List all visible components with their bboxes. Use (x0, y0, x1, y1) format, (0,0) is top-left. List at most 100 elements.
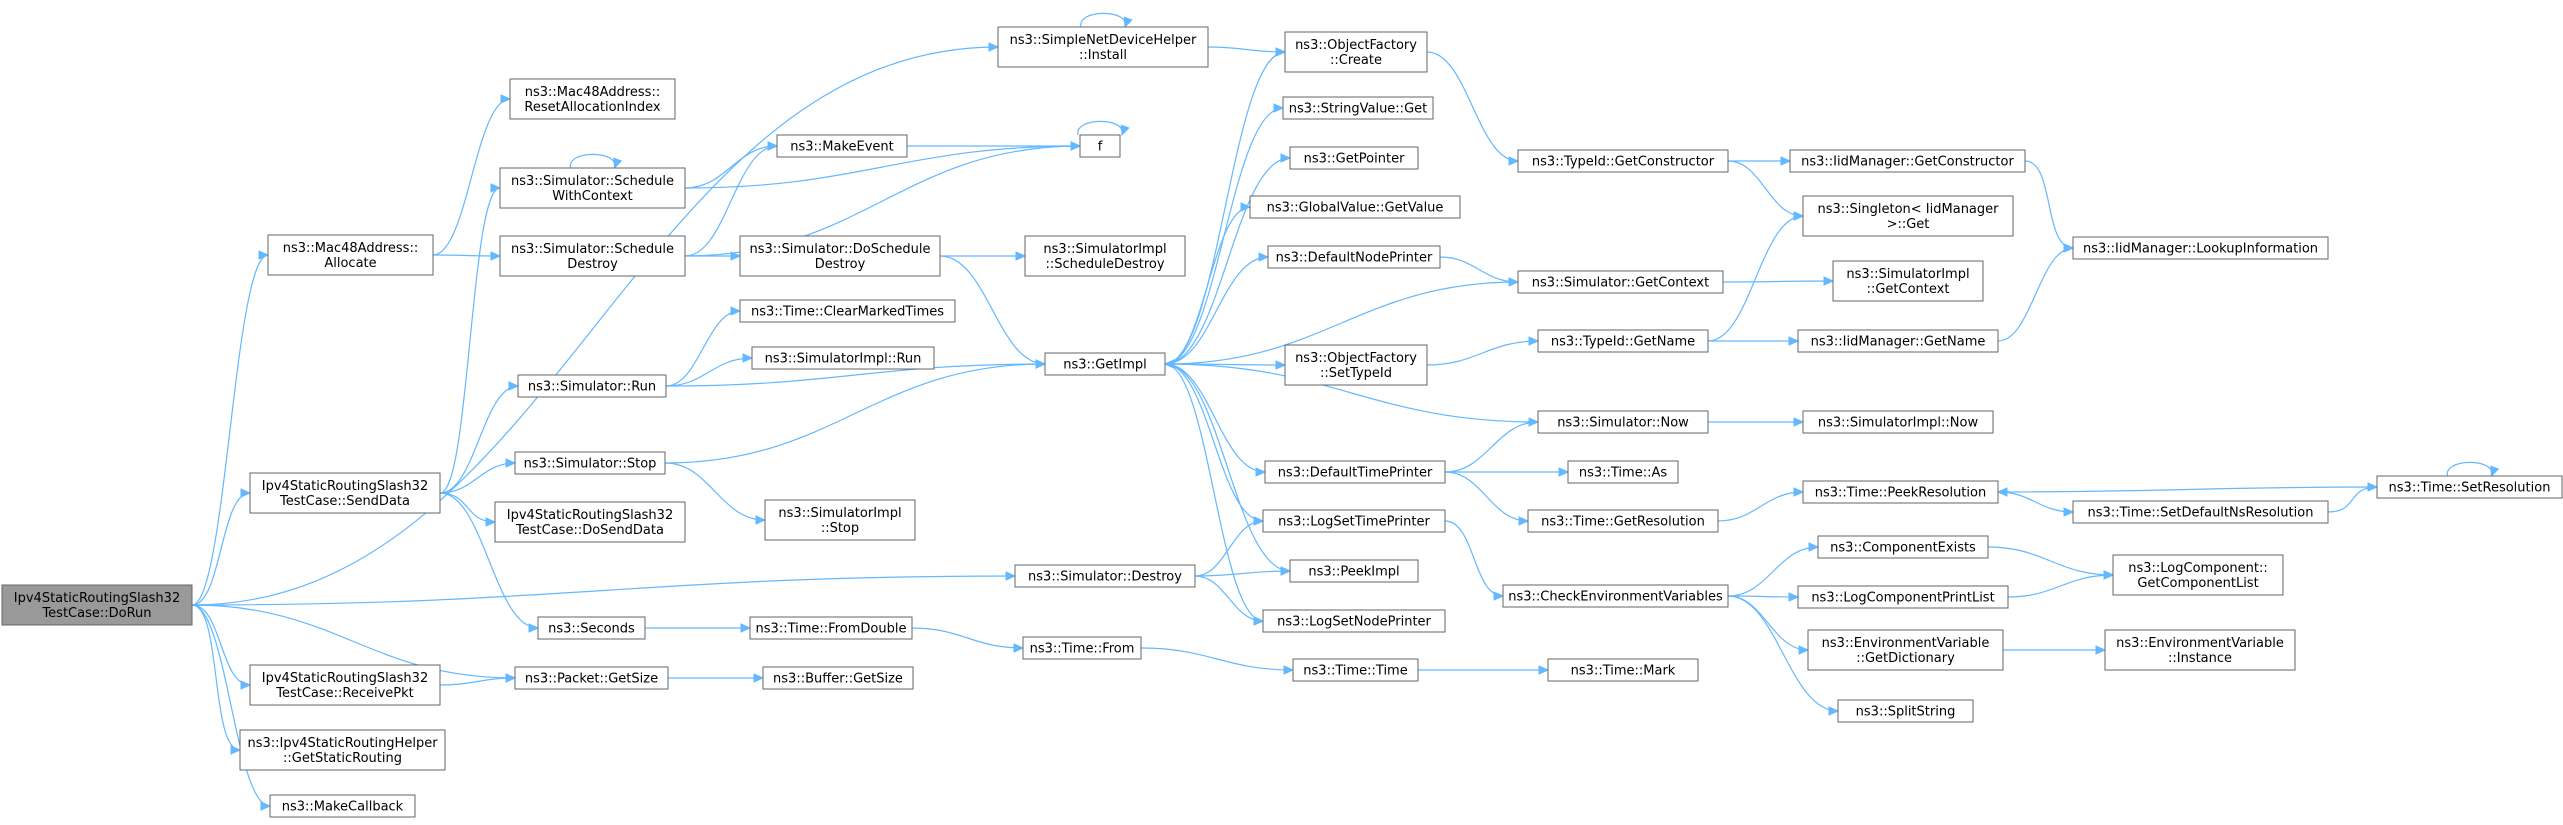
node-label-line: ns3::DefaultTimePrinter (1278, 466, 1433, 481)
node-label-line: TestCase::DoRun (41, 606, 151, 621)
node-doSendData[interactable]: Ipv4StaticRoutingSlash32TestCase::DoSend… (494, 501, 686, 543)
node-logCompPrintList[interactable]: ns3::LogComponentPrintList (1797, 585, 2009, 609)
node-iidLookup[interactable]: ns3::IidManager::LookupInformation (2072, 236, 2329, 260)
node-pktGetSize[interactable]: ns3::Packet::GetSize (514, 666, 669, 690)
node-label-line: ns3::TypeId::GetName (1551, 335, 1695, 350)
node-envInstance[interactable]: ns3::EnvironmentVariable::Instance (2104, 629, 2296, 671)
node-defTimePrinter[interactable]: ns3::DefaultTimePrinter (1264, 460, 1446, 484)
edge-root-to-getStaticRouting (191, 604, 242, 755)
node-label-line: ns3::LogSetNodePrinter (1277, 615, 1431, 630)
node-typeIdGetName[interactable]: ns3::TypeId::GetName (1537, 329, 1709, 353)
node-timeGetRes[interactable]: ns3::Time::GetResolution (1527, 509, 1719, 533)
node-label-line: Allocate (324, 256, 376, 271)
node-implSchedDestroy[interactable]: ns3::SimulatorImpl::ScheduleDestroy (1024, 235, 1186, 277)
node-label-line: ns3::Simulator::Schedule (511, 174, 674, 189)
edge-simStop-to-getImpl (664, 359, 1047, 464)
node-macAlloc[interactable]: ns3::Mac48Address::Allocate (267, 234, 434, 276)
edge-logSetTimePrinter-to-checkEnv (1444, 520, 1505, 601)
node-label-line: ResetAllocationIndex (524, 100, 660, 115)
edge-getImpl-to-strValueGet (1164, 103, 1285, 365)
edge-sendData-to-schedCtx (439, 183, 502, 494)
node-simNow[interactable]: ns3::Simulator::Now (1537, 410, 1709, 434)
node-logSetTimePrinter[interactable]: ns3::LogSetTimePrinter (1262, 509, 1446, 533)
node-simGetContext[interactable]: ns3::Simulator::GetContext (1517, 270, 1724, 294)
edge-getImpl-to-globalGetValue (1164, 202, 1252, 365)
node-sndhInstall[interactable]: ns3::SimpleNetDeviceHelper::Install (997, 26, 1209, 68)
node-label-line: ns3::PeekImpl (1308, 565, 1399, 580)
node-typeIdGetCtor[interactable]: ns3::TypeId::GetConstructor (1517, 149, 1729, 173)
node-setRes[interactable]: ns3::Time::SetResolution (2376, 475, 2563, 499)
node-compExists[interactable]: ns3::ComponentExists (1817, 535, 1989, 559)
node-ofCreate[interactable]: ns3::ObjectFactory::Create (1284, 31, 1428, 73)
edge-seconds-to-fromDouble (645, 623, 752, 633)
node-fromDouble[interactable]: ns3::Time::FromDouble (749, 616, 913, 640)
node-label-line: ns3::CheckEnvironmentVariables (1508, 590, 1723, 605)
node-timeAs[interactable]: ns3::Time::As (1567, 460, 1679, 484)
node-simRun[interactable]: ns3::Simulator::Run (517, 374, 667, 398)
node-splitString[interactable]: ns3::SplitString (1837, 699, 1974, 723)
node-f[interactable]: f (1079, 134, 1121, 158)
node-makeEvent[interactable]: ns3::MakeEvent (776, 134, 908, 158)
node-strValueGet[interactable]: ns3::StringValue::Get (1282, 96, 1434, 120)
node-getStaticRouting[interactable]: ns3::Ipv4StaticRoutingHelper::GetStaticR… (239, 729, 446, 771)
edge-root-to-sendData (191, 488, 252, 606)
node-setDefNsRes[interactable]: ns3::Time::SetDefaultNsResolution (2072, 500, 2329, 524)
node-implNow[interactable]: ns3::SimulatorImpl::Now (1802, 410, 1994, 434)
node-macReset[interactable]: ns3::Mac48Address::ResetAllocationIndex (509, 78, 676, 120)
node-iidGetName[interactable]: ns3::IidManager::GetName (1797, 329, 1999, 353)
node-implRun[interactable]: ns3::SimulatorImpl::Run (751, 346, 935, 370)
node-label-line: Ipv4StaticRoutingSlash32 (262, 671, 428, 686)
edge-iidGetCtor-to-iidLookup (2024, 160, 2075, 253)
node-label-line: ns3::Simulator::GetContext (1532, 276, 1709, 291)
node-envGetDict[interactable]: ns3::EnvironmentVariable::GetDictionary (1807, 629, 2004, 671)
node-peekRes[interactable]: ns3::Time::PeekResolution (1802, 480, 1999, 504)
node-singletonGet[interactable]: ns3::Singleton< IidManager >::Get (1802, 195, 2014, 237)
node-label-line: ns3::SimulatorImpl::Run (765, 352, 922, 367)
node-simStop[interactable]: ns3::Simulator::Stop (514, 451, 666, 475)
node-implStop[interactable]: ns3::SimulatorImpl::Stop (764, 499, 916, 541)
node-label-line: ns3::ObjectFactory (1295, 351, 1417, 366)
node-peekImpl[interactable]: ns3::PeekImpl (1289, 559, 1419, 583)
edge-simDestroy-to-logSetTimePrinter (1194, 516, 1265, 577)
node-label-line: ns3::Packet::GetSize (525, 672, 658, 687)
node-timeTime[interactable]: ns3::Time::Time (1292, 658, 1419, 682)
edge-defTimePrinter-to-simNow (1444, 417, 1540, 473)
node-receivePkt[interactable]: Ipv4StaticRoutingSlash32TestCase::Receiv… (249, 664, 441, 706)
node-makeCallback[interactable]: ns3::MakeCallback (269, 794, 416, 818)
node-globalGetValue[interactable]: ns3::GlobalValue::GetValue (1249, 195, 1461, 219)
edge-checkEnv-to-splitString (1727, 595, 1840, 716)
node-getImpl[interactable]: ns3::GetImpl (1044, 352, 1166, 376)
node-label-line: ns3::IidManager::LookupInformation (2083, 242, 2318, 257)
node-timeFrom[interactable]: ns3::Time::From (1022, 636, 1142, 660)
node-label-line: ::GetStaticRouting (283, 751, 402, 766)
node-clearMarked[interactable]: ns3::Time::ClearMarkedTimes (739, 299, 956, 323)
node-logCompGetList[interactable]: ns3::LogComponent::GetComponentList (2112, 554, 2284, 596)
node-defNodePrinter[interactable]: ns3::DefaultNodePrinter (1267, 245, 1441, 269)
node-timeMark[interactable]: ns3::Time::Mark (1547, 658, 1699, 682)
node-checkEnv[interactable]: ns3::CheckEnvironmentVariables (1502, 584, 1729, 608)
edge-pktGetSize-to-bufGetSize (668, 673, 765, 683)
node-logSetNodePrinter[interactable]: ns3::LogSetNodePrinter (1262, 609, 1446, 633)
edge-sendData-to-seconds (439, 492, 540, 633)
node-getPointer[interactable]: ns3::GetPointer (1289, 146, 1419, 170)
edge-sndhInstall-to-ofCreate (1207, 46, 1287, 57)
edge-checkEnv-to-envGetDict (1727, 595, 1810, 655)
node-iidGetCtor[interactable]: ns3::IidManager::GetConstructor (1789, 149, 2026, 173)
node-label-line: ns3::Simulator::DoSchedule (749, 242, 930, 257)
edge-fromDouble-to-timeFrom (911, 627, 1025, 653)
node-seconds[interactable]: ns3::Seconds (537, 616, 646, 640)
node-simDestroy[interactable]: ns3::Simulator::Destroy (1014, 564, 1196, 588)
node-sendData[interactable]: Ipv4StaticRoutingSlash32TestCase::SendDa… (249, 472, 441, 514)
node-schedDestroy[interactable]: ns3::Simulator::ScheduleDestroy (499, 235, 686, 277)
node-label-line: ns3::DefaultNodePrinter (1276, 251, 1433, 266)
nodes-layer: Ipv4StaticRoutingSlash32TestCase::DoRunn… (1, 26, 2563, 818)
node-bufGetSize[interactable]: ns3::Buffer::GetSize (762, 666, 914, 690)
node-label-line: ns3::SimulatorImpl (1846, 267, 1969, 282)
node-ofSetTypeId[interactable]: ns3::ObjectFactory::SetTypeId (1284, 344, 1428, 386)
node-implGetContext[interactable]: ns3::SimulatorImpl::GetContext (1832, 260, 1984, 302)
